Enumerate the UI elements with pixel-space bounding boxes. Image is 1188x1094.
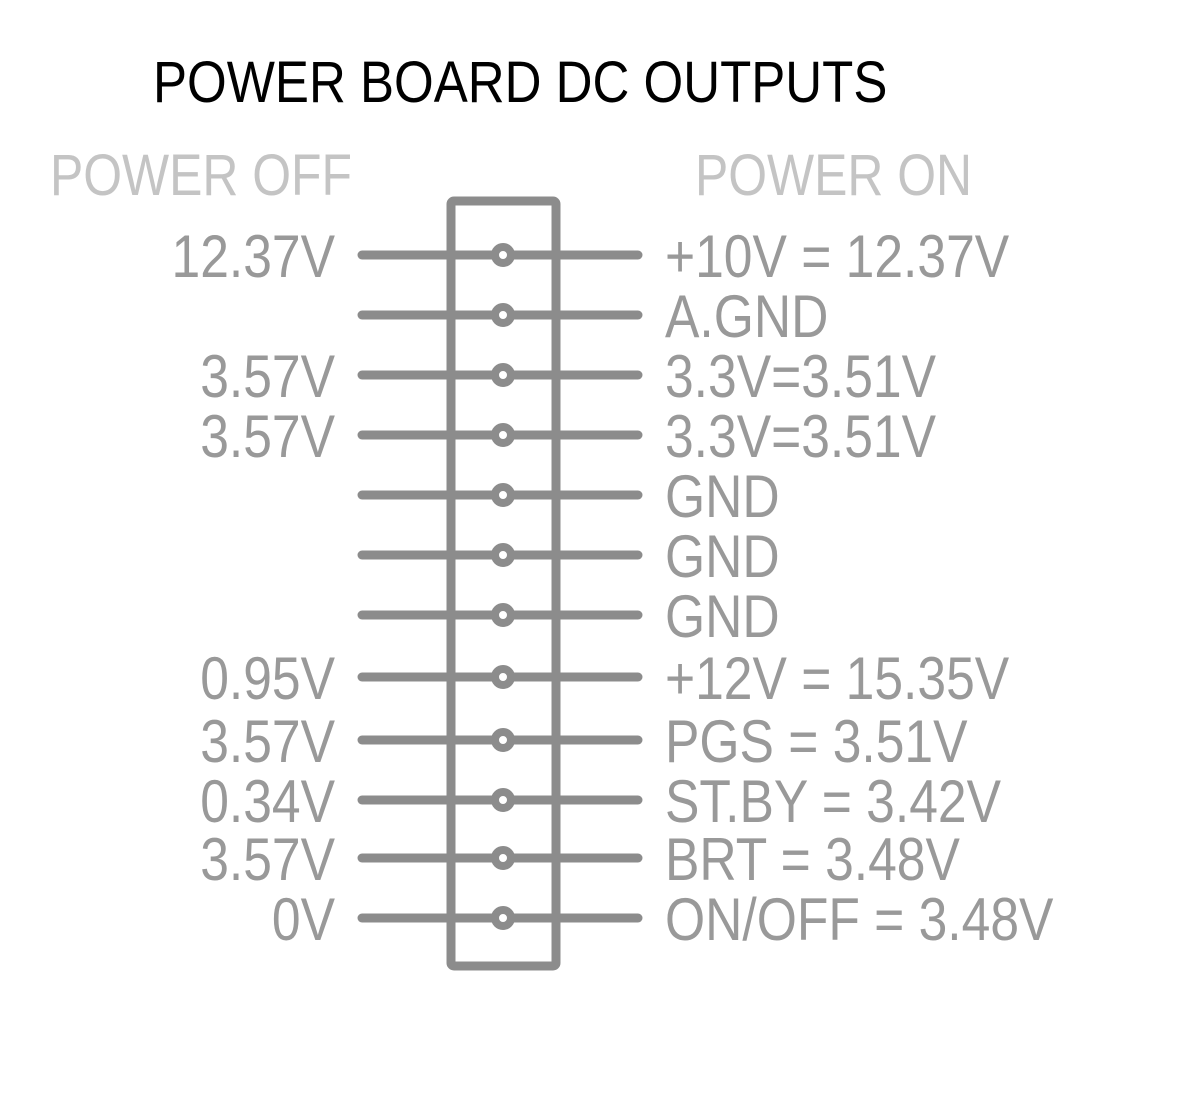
pin-row: GND bbox=[357, 462, 780, 530]
pin-row: 0.34V ST.BY = 3.42V bbox=[200, 767, 1001, 835]
power-on-label: +10V = 12.37V bbox=[665, 222, 1010, 290]
pin-dot-icon bbox=[491, 788, 515, 812]
power-on-label: BRT = 3.48V bbox=[665, 825, 961, 893]
power-on-label: GND bbox=[665, 522, 780, 590]
power-off-voltage: 12.37V bbox=[172, 222, 336, 290]
power-off-voltage: 3.57V bbox=[200, 707, 335, 775]
header-power-on: POWER ON bbox=[695, 144, 972, 208]
power-on-label: GND bbox=[665, 582, 780, 650]
pin-dot-icon bbox=[491, 363, 515, 387]
pin-row: 12.37V +10V = 12.37V bbox=[172, 222, 1010, 290]
pin-dot-icon bbox=[491, 846, 515, 870]
pin-dot-icon bbox=[491, 303, 515, 327]
power-on-label: 3.3V=3.51V bbox=[665, 402, 937, 470]
diagram-title: POWER BOARD DC OUTPUTS bbox=[153, 50, 887, 115]
power-on-label: ST.BY = 3.42V bbox=[665, 767, 1002, 835]
pin-dot-icon bbox=[491, 728, 515, 752]
power-on-label: A.GND bbox=[665, 282, 828, 350]
pin-row: 3.57V 3.3V=3.51V bbox=[200, 402, 936, 470]
power-off-voltage: 0V bbox=[272, 885, 336, 953]
pin-row: 3.57V 3.3V=3.51V bbox=[200, 342, 936, 410]
power-off-voltage: 0.34V bbox=[200, 767, 335, 835]
power-on-label: PGS = 3.51V bbox=[665, 707, 968, 775]
power-off-voltage: 3.57V bbox=[200, 402, 335, 470]
pin-dot-icon bbox=[491, 243, 515, 267]
pin-dot-icon bbox=[491, 665, 515, 689]
power-on-label: ON/OFF = 3.48V bbox=[665, 885, 1054, 953]
pin-row: 0V ON/OFF = 3.48V bbox=[272, 885, 1054, 953]
power-off-voltage: 3.57V bbox=[200, 342, 335, 410]
power-off-voltage: 0.95V bbox=[200, 644, 335, 712]
pin-row: GND bbox=[357, 522, 780, 590]
header-power-off: POWER OFF bbox=[50, 144, 352, 208]
connector-body bbox=[446, 196, 561, 971]
pin-row: 0.95V +12V = 15.35V bbox=[200, 644, 1010, 712]
pin-row: A.GND bbox=[357, 282, 828, 350]
pin-dot-icon bbox=[491, 543, 515, 567]
power-on-label: 3.3V=3.51V bbox=[665, 342, 937, 410]
pin-row: GND bbox=[357, 582, 780, 650]
power-off-voltage: 3.57V bbox=[200, 825, 335, 893]
power-on-label: +12V = 15.35V bbox=[665, 644, 1010, 712]
pin-dot-icon bbox=[491, 423, 515, 447]
pin-dot-icon bbox=[491, 603, 515, 627]
pin-row: 3.57V PGS = 3.51V bbox=[200, 707, 968, 775]
power-on-label: GND bbox=[665, 462, 780, 530]
pin-dot-icon bbox=[491, 483, 515, 507]
pin-row: 3.57V BRT = 3.48V bbox=[200, 825, 960, 893]
pin-dot-icon bbox=[491, 906, 515, 930]
